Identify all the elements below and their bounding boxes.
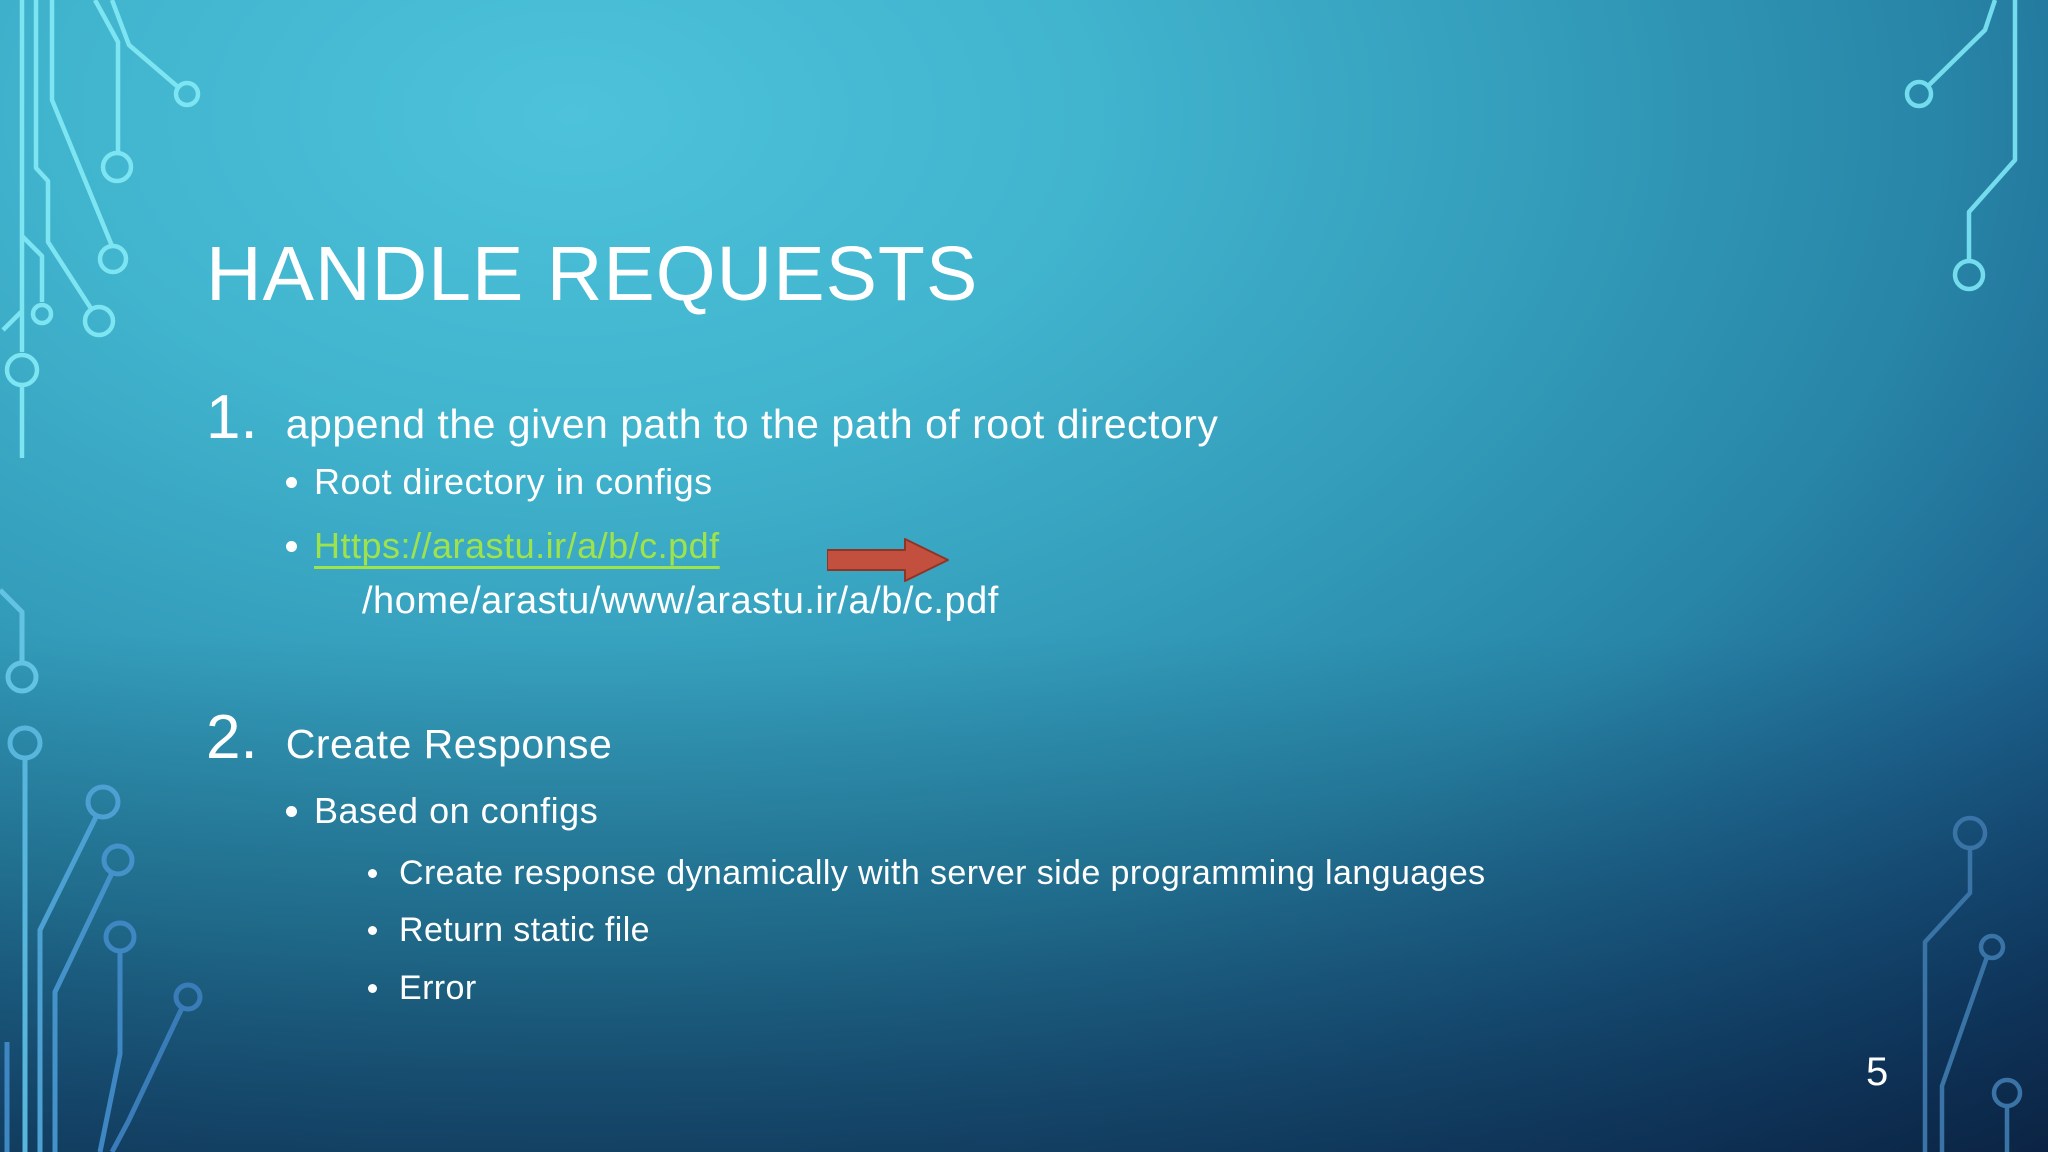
slide-title: HANDLE REQUESTS: [206, 230, 979, 317]
bullet-dot-icon: [368, 984, 377, 993]
section-2-number: 2.: [206, 703, 258, 772]
slide-page-number: 5: [1866, 1050, 1889, 1094]
sub-bullet-dynamic-response: Create response dynamically with server …: [399, 854, 1486, 892]
bullet-dot-icon: [368, 869, 377, 878]
sub-bullet-static-file: Return static file: [399, 911, 650, 949]
sub-bullet-error: Error: [399, 969, 477, 1007]
bullet-based-on-configs: Based on configs: [314, 790, 599, 831]
block-arrow-right-shape: [827, 538, 949, 582]
list-item: Create response dynamically with server …: [368, 854, 1486, 893]
section-1-number: 1.: [206, 383, 258, 452]
list-item: Return static file: [368, 911, 650, 950]
section-2-heading: Create Response: [285, 721, 613, 767]
list-item: Root directory in configs: [286, 461, 713, 503]
bullet-dot-icon: [368, 926, 377, 935]
section-2-heading-row: 2. Create Response: [206, 707, 612, 769]
bullet-dot-icon: [286, 540, 297, 552]
list-item: Https://arastu.ir/a/b/c.pdf: [286, 525, 720, 567]
list-item: Based on configs: [286, 790, 598, 832]
bullet-root-directory: Root directory in configs: [314, 461, 713, 502]
url-hyperlink[interactable]: Https://arastu.ir/a/b/c.pdf: [314, 525, 720, 566]
section-1-heading: append the given path to the path of roo…: [285, 401, 1219, 447]
bullet-dot-icon: [286, 805, 297, 817]
section-1-heading-row: 1. append the given path to the path of …: [206, 387, 1218, 449]
block-arrow-right-icon: [827, 538, 949, 582]
bullet-dot-icon: [286, 476, 297, 488]
mapped-filesystem-path: /home/arastu/www/arastu.ir/a/b/c.pdf: [362, 580, 999, 622]
circuit-traces-bottom-left-icon: [0, 588, 203, 1152]
list-item: Error: [368, 969, 477, 1008]
circuit-traces-top-right-icon: [1904, 0, 2018, 292]
circuit-traces-bottom-right-icon: [1922, 815, 2023, 1152]
